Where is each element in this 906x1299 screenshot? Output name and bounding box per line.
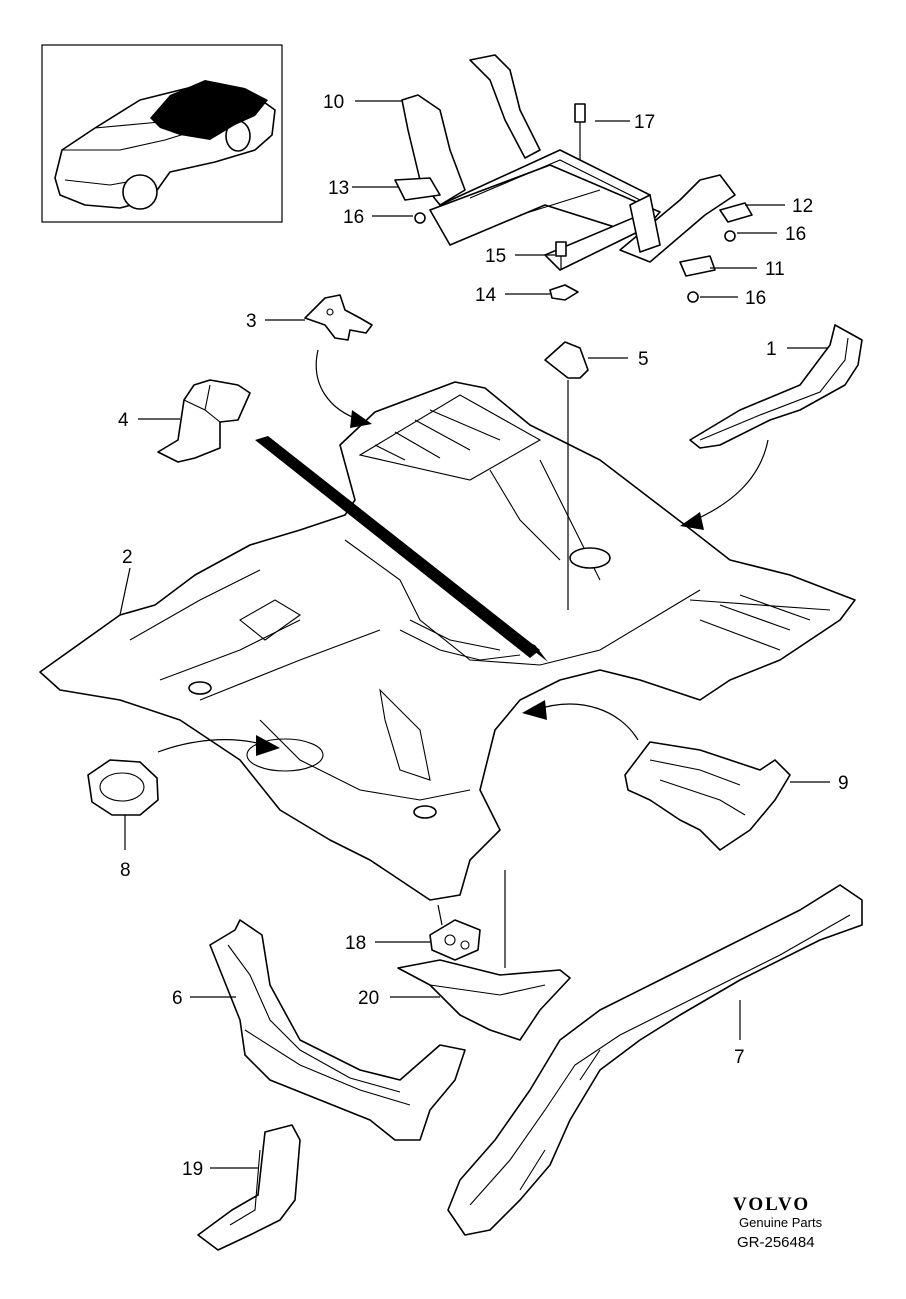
pointer-arrow-main bbox=[255, 436, 548, 662]
callout-13: 13 bbox=[328, 178, 349, 199]
callout-17: 17 bbox=[634, 112, 655, 133]
callout-8: 8 bbox=[120, 860, 131, 881]
part-19-bracket bbox=[197, 1124, 301, 1251]
crossmember-assembly bbox=[401, 54, 736, 271]
brand-subtitle: Genuine Parts bbox=[739, 1215, 823, 1230]
part-3-bracket bbox=[304, 294, 373, 341]
part-16-nut-a bbox=[414, 212, 426, 224]
callout-6: 6 bbox=[172, 988, 183, 1009]
part-8-plate bbox=[87, 759, 159, 816]
part-6-crossmember bbox=[209, 919, 466, 1141]
part-16-nut-c bbox=[687, 291, 699, 303]
callout-16-left: 16 bbox=[343, 207, 364, 228]
part-14-clip bbox=[549, 284, 579, 301]
part-12-plate bbox=[719, 202, 753, 223]
part-18-bracket bbox=[429, 919, 481, 961]
callout-14: 14 bbox=[475, 285, 497, 306]
callout-10: 10 bbox=[323, 92, 344, 113]
part-11-plate bbox=[679, 255, 716, 277]
part-9-panel bbox=[624, 741, 791, 851]
fasteners bbox=[394, 103, 753, 303]
callout-20: 20 bbox=[358, 988, 379, 1009]
part-16-nut-b bbox=[724, 230, 736, 242]
part-13-plate bbox=[394, 177, 441, 201]
part-17-bolt-head bbox=[574, 103, 586, 123]
callout-19: 19 bbox=[182, 1159, 203, 1180]
car-locator-inset bbox=[41, 44, 283, 223]
part-15-bolt-head bbox=[555, 241, 567, 257]
callout-1: 1 bbox=[766, 339, 777, 360]
callout-9: 9 bbox=[838, 773, 849, 794]
brand-block: VOLVO Genuine Parts GR-256484 bbox=[733, 1194, 823, 1251]
floor-highlight bbox=[150, 80, 268, 140]
part-7-side-member bbox=[447, 884, 863, 1236]
callout-16-right: 16 bbox=[785, 224, 806, 245]
callout-7: 7 bbox=[734, 1047, 745, 1068]
volvo-logo: VOLVO bbox=[733, 1194, 810, 1215]
callout-18: 18 bbox=[345, 933, 366, 954]
part-1-rail bbox=[689, 324, 863, 449]
part-20-panel bbox=[397, 870, 571, 1041]
callout-2: 2 bbox=[122, 547, 133, 568]
callout-11: 11 bbox=[765, 259, 785, 280]
leader-lines bbox=[119, 100, 830, 1169]
callout-5: 5 bbox=[638, 349, 649, 370]
callout-numbers: 10 13 16 17 15 14 12 16 11 16 3 4 5 1 2 … bbox=[118, 92, 849, 1180]
part-5-bracket bbox=[544, 341, 589, 379]
callout-15: 15 bbox=[485, 246, 506, 267]
curved-arrows bbox=[157, 349, 769, 756]
callout-16-lower: 16 bbox=[745, 288, 766, 309]
callout-3: 3 bbox=[246, 311, 257, 332]
part-4-bracket bbox=[157, 379, 251, 463]
part-2-floor-panel bbox=[39, 381, 856, 901]
diagram-reference: GR-256484 bbox=[737, 1234, 815, 1251]
callout-12: 12 bbox=[792, 196, 813, 217]
callout-4: 4 bbox=[118, 410, 129, 431]
